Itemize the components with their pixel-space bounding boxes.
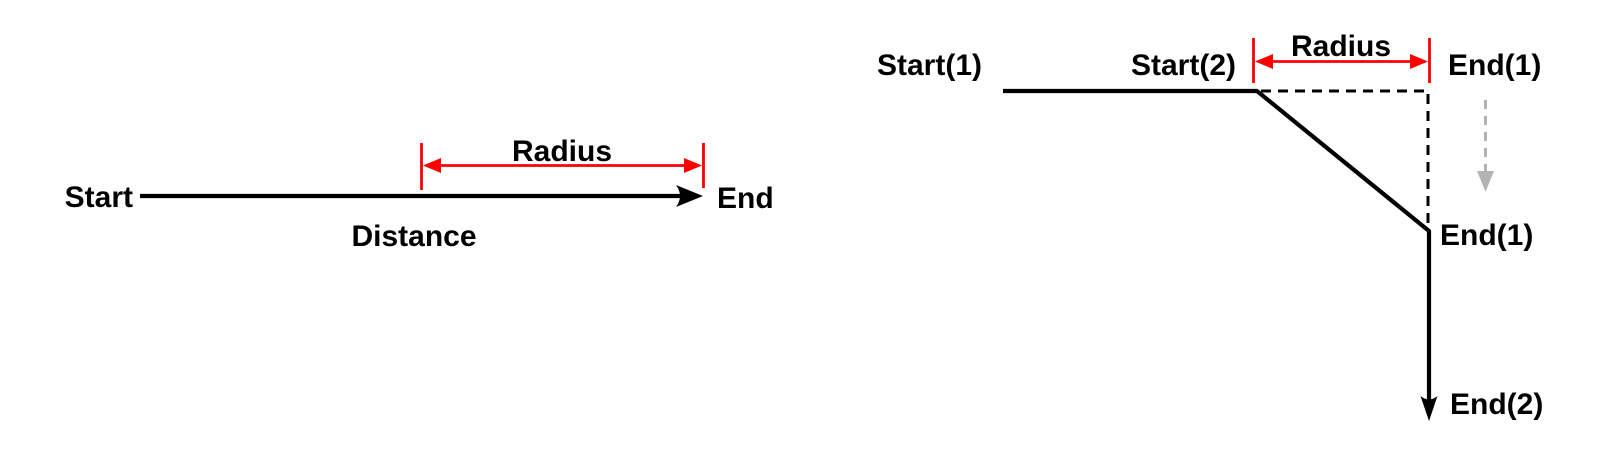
right-radius-measure bbox=[1252, 38, 1431, 83]
end-label: End bbox=[717, 182, 774, 215]
distance-label: Distance bbox=[351, 220, 476, 253]
radius-arrowhead-left-icon bbox=[1255, 54, 1273, 69]
ghost-end1-arrowhead-icon bbox=[1477, 171, 1494, 192]
radius-label: Radius bbox=[1291, 30, 1391, 63]
original-corner-path-dashed bbox=[1261, 89, 1430, 223]
start1-label: Start(1) bbox=[877, 49, 982, 82]
radius-arrowhead-right-icon bbox=[1410, 54, 1428, 69]
end2-arrowhead-icon bbox=[1420, 396, 1438, 421]
radius-label: Radius bbox=[512, 135, 612, 168]
start-label: Start bbox=[65, 181, 133, 214]
start2-label: Start(2) bbox=[1131, 49, 1236, 82]
end2-label: End(2) bbox=[1450, 388, 1543, 421]
end1-label: End(1) bbox=[1440, 219, 1533, 252]
right-diagram: Start(1) Start(2) Radius End(1) End(1) E… bbox=[877, 30, 1543, 421]
radius-arrowhead-right-icon bbox=[684, 158, 702, 173]
distance-arrowhead-icon bbox=[676, 185, 703, 207]
blended-path-line bbox=[1003, 88, 1432, 402]
end1-ghost-label: End(1) bbox=[1448, 49, 1541, 82]
left-diagram: Start End Radius Distance bbox=[65, 135, 774, 253]
left-radius-measure bbox=[420, 143, 705, 190]
radius-arrowhead-left-icon bbox=[423, 158, 441, 173]
